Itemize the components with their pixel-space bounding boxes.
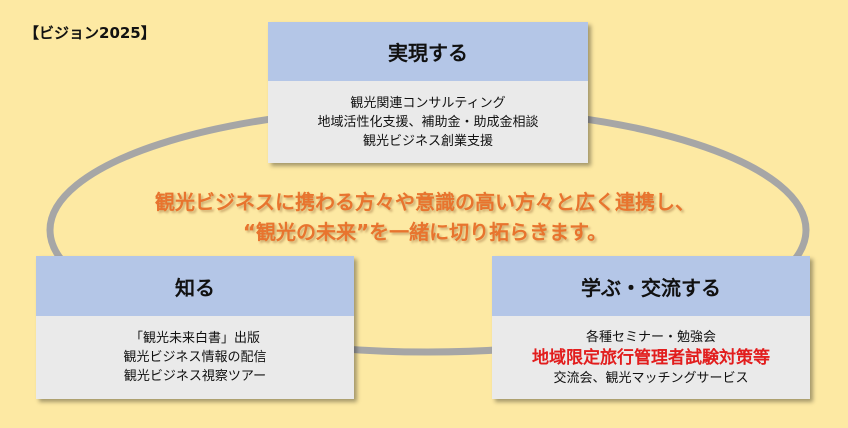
box-right-line-1: 各種セミナー・勉強会 [585, 329, 716, 345]
box-right: 学ぶ・交流する 各種セミナー・勉強会 地域限定旅行管理者試験対策等 交流会、観光… [492, 256, 810, 399]
slogan-line-2: “観光の未来”を一緒に切り拓らきます。 [242, 220, 608, 244]
box-right-title: 学ぶ・交流する [492, 256, 810, 316]
box-right-body: 各種セミナー・勉強会 地域限定旅行管理者試験対策等 交流会、観光マッチングサービ… [492, 316, 810, 399]
box-left-body: 「観光未来白書」出版 観光ビジネス情報の配信 観光ビジネス視察ツアー [36, 316, 354, 399]
box-top: 実現する 観光関連コンサルティング 地域活性化支援、補助金・助成金相談 観光ビジ… [268, 22, 588, 163]
box-left: 知る 「観光未来白書」出版 観光ビジネス情報の配信 観光ビジネス視察ツアー [36, 256, 354, 399]
vision-tag: 【ビジョン2025】 [24, 24, 156, 42]
box-left-title: 知る [36, 256, 354, 316]
slogan-line-1: 観光ビジネスに携わる方々や意識の高い方々と広く連携し、 [155, 190, 695, 214]
box-top-line-2: 地域活性化支援、補助金・助成金相談 [317, 114, 539, 130]
box-top-line-1: 観光関連コンサルティング [350, 95, 506, 111]
box-left-line-2: 観光ビジネス情報の配信 [123, 350, 267, 365]
box-right-line-2-emphasis: 地域限定旅行管理者試験対策等 [532, 347, 770, 368]
box-top-title: 実現する [268, 22, 588, 81]
box-right-line-3: 交流会、観光マッチングサービス [553, 370, 749, 386]
box-left-line-1: 「観光未来白書」出版 [129, 331, 260, 346]
box-top-body: 観光関連コンサルティング 地域活性化支援、補助金・助成金相談 観光ビジネス創業支… [268, 81, 588, 163]
box-left-line-3: 観光ビジネス視察ツアー [123, 369, 267, 384]
box-top-line-3: 観光ビジネス創業支援 [362, 133, 493, 149]
